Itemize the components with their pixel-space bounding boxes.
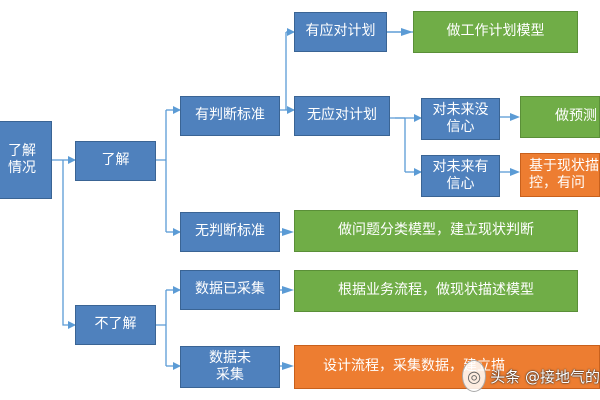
node-data-not-collected: 数据未 采集	[180, 346, 280, 388]
node-work-plan-model: 做工作计划模型	[413, 11, 578, 53]
node-understand: 了解	[75, 141, 156, 181]
connector-understand-bracket	[156, 110, 167, 232]
node-not-understand: 不了解	[75, 305, 156, 345]
node-understand-situation: 了解 情况	[0, 121, 52, 199]
node-has-standard: 有判断标准	[180, 96, 280, 136]
node-current-state-control: 基于现状描 控，有问	[520, 153, 600, 197]
connector-no-plan-bracket	[390, 117, 406, 172]
node-has-plan: 有应对计划	[294, 12, 387, 52]
connector-not-understand-bracket	[156, 290, 167, 366]
node-no-confidence: 对未来没 信心	[421, 98, 500, 140]
watermark-logo-icon: ◎	[462, 360, 487, 392]
node-flow-model: 根据业务流程，做现状描述模型	[294, 270, 578, 312]
node-data-collected: 数据已采集	[180, 270, 280, 310]
node-no-plan: 无应对计划	[294, 96, 390, 136]
node-no-standard: 无判断标准	[180, 212, 280, 252]
watermark-text: 头条 @接地气的	[490, 367, 600, 386]
node-forecast: 做预测	[520, 96, 600, 138]
connector-to-not-understand	[62, 160, 76, 329]
node-design-flow: 设计流程，采集数据，建立描	[294, 345, 600, 389]
node-problem-classification: 做问题分类模型，建立现状判断	[294, 210, 578, 252]
node-has-confidence: 对未来有 信心	[421, 155, 500, 197]
watermark: ◎ 头条 @接地气的	[462, 352, 600, 400]
connector-has-standard-bracket	[280, 32, 287, 111]
